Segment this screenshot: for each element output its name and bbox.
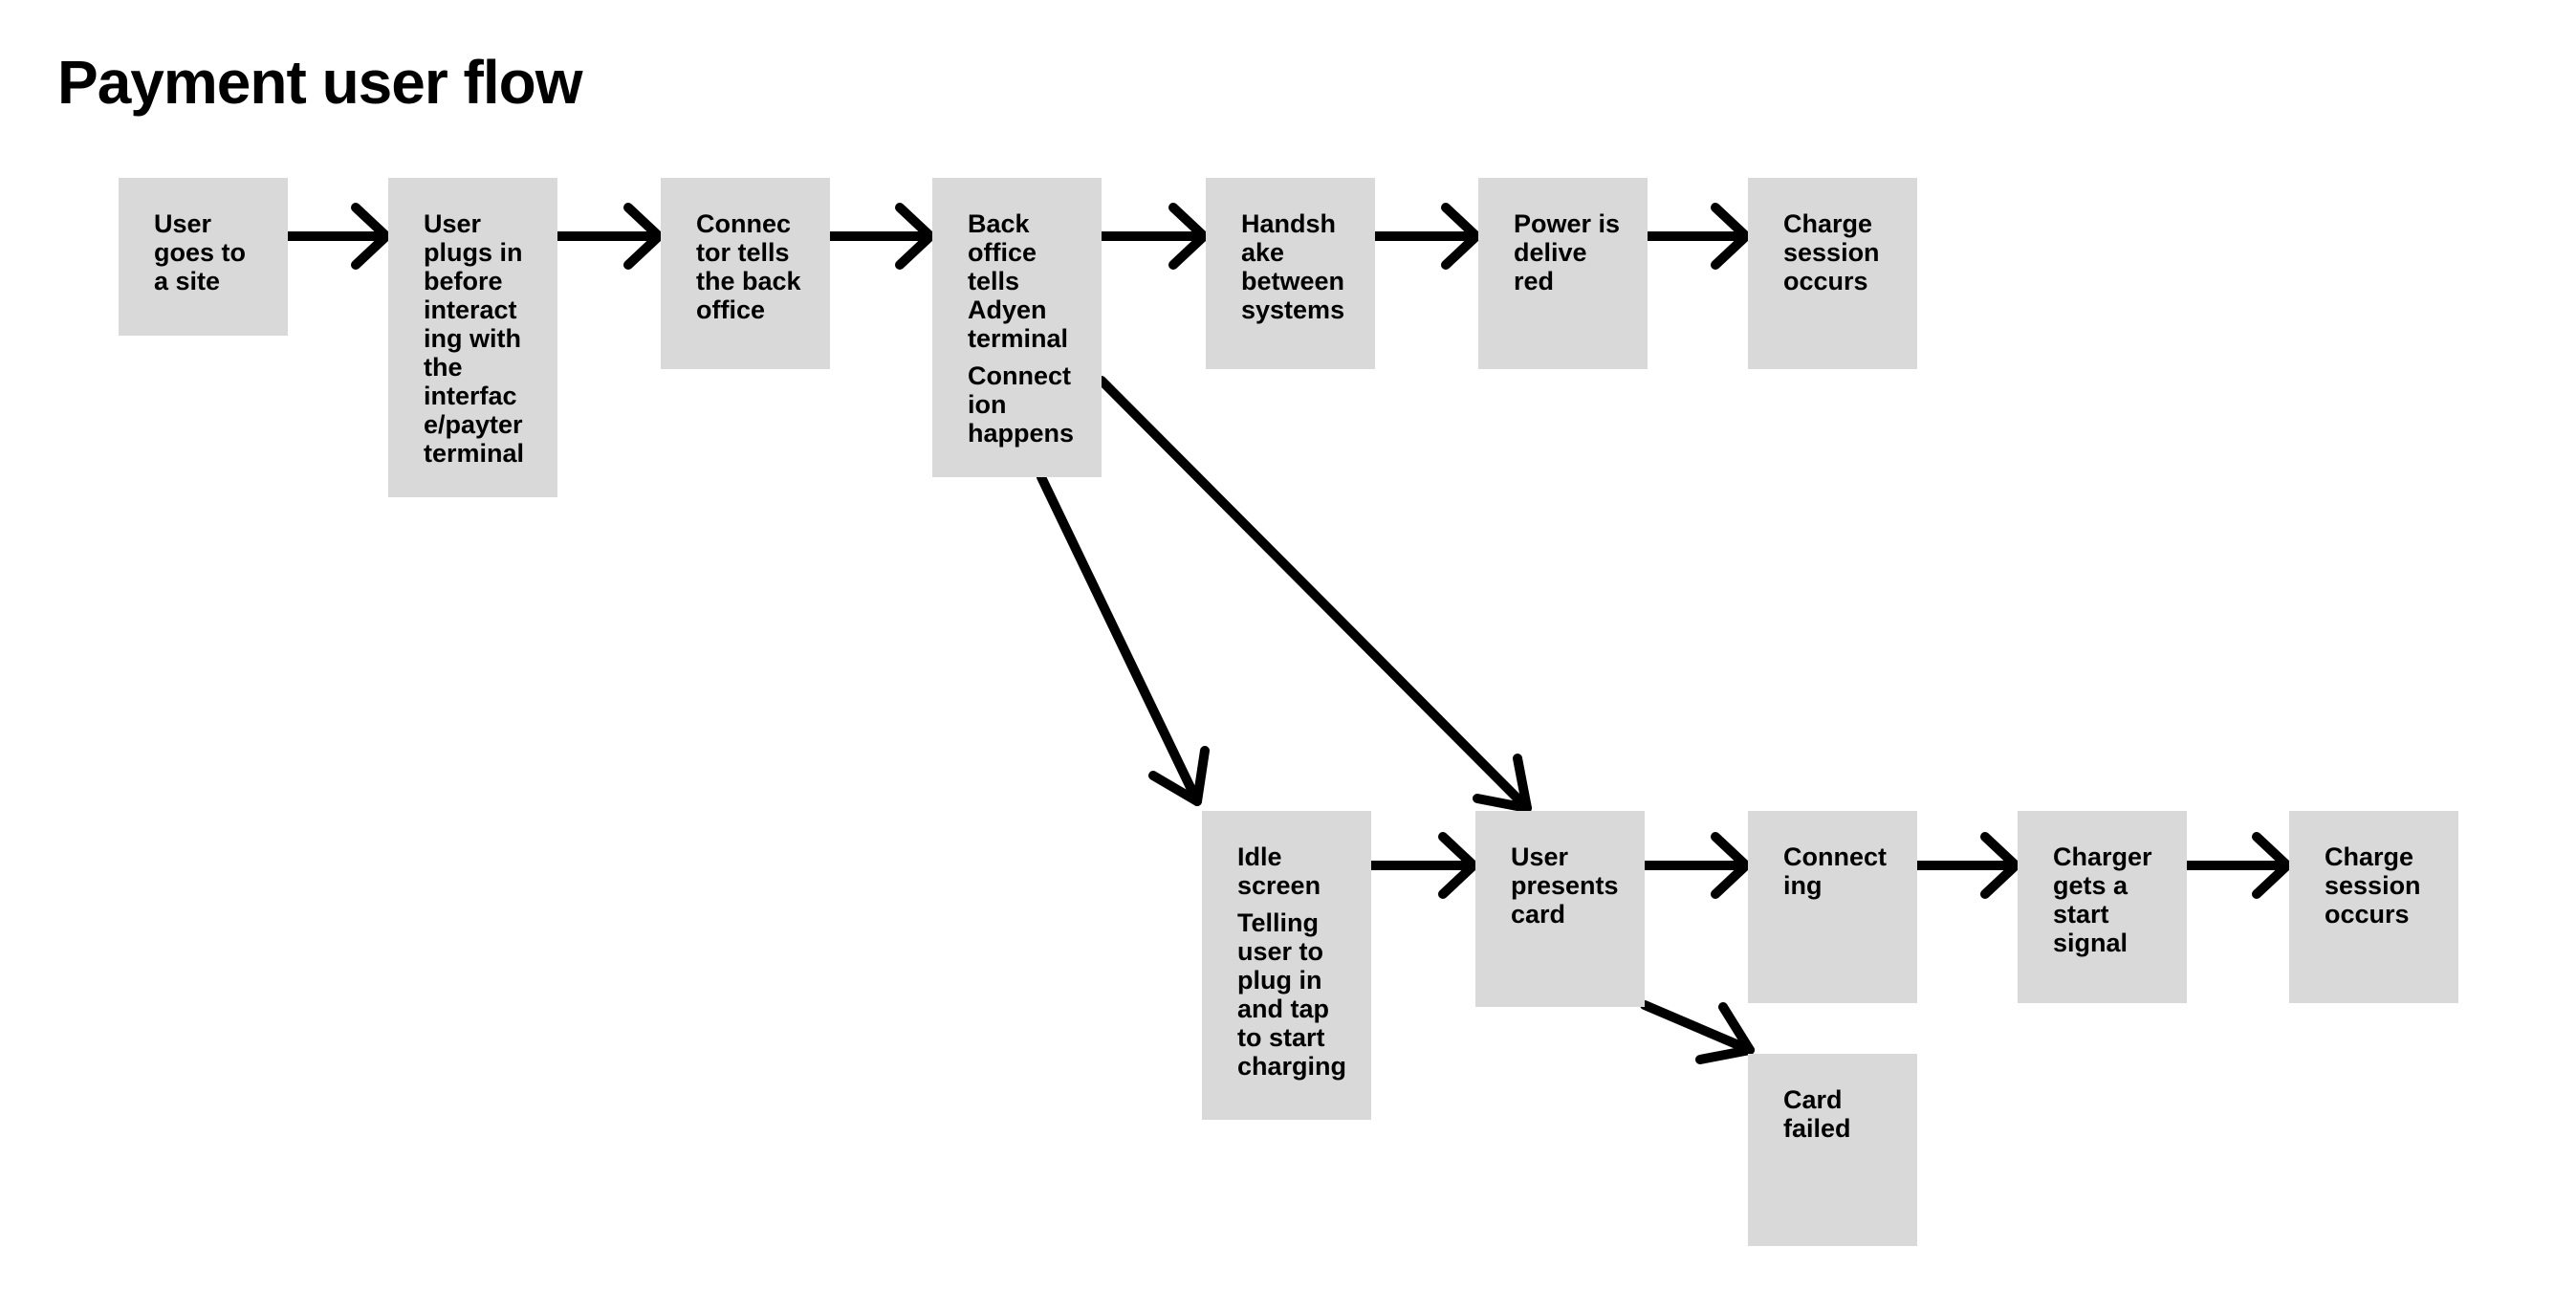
flow-node-back-office-tells-adyen: Back office tells Adyen terminal Connect… [932,178,1102,477]
flow-node-user-presents-card: User presents card [1475,811,1645,1007]
arrow-power-to-charge-session-top [1643,203,1751,270]
node-text: Charge session occurs [2325,842,2421,929]
node-text: Connect ing [1783,842,1887,900]
arrow-back-office-to-presents-card [1097,376,1532,813]
node-text: Charge session occurs [1783,209,1880,295]
arrow-back-office-to-idle-screen [1037,472,1210,806]
node-text: Connec tor tells the back office [696,209,801,324]
flow-node-charge-session-occurs-top: Charge session occurs [1748,178,1917,369]
arrow-charger-signal-to-charge-session-bottom [2182,832,2292,899]
node-text: Power is delive red [1514,209,1621,295]
arrow-plugs-in-to-connector [553,203,664,270]
flow-node-charge-session-occurs-bottom: Charge session occurs [2289,811,2458,1003]
node-text: Charger gets a start signal [2053,842,2152,957]
arrow-connecting-to-charger-signal [1912,832,2020,899]
page-title: Payment user flow [57,48,582,117]
arrow-presents-card-to-card-failed [1640,1000,1755,1064]
flow-node-handshake-between-systems: Handsh ake between systems [1206,178,1375,369]
flow-node-connector-tells-back-office: Connec tor tells the back office [661,178,830,369]
node-text: Handsh ake between systems [1241,209,1345,324]
node-text: Connect ion happens [968,361,1075,448]
flow-node-user-goes-to-site: User goes to a site [119,178,288,336]
arrow-site-to-plugs-in [283,203,391,270]
flow-node-charger-gets-start-signal: Charger gets a start signal [2018,811,2187,1003]
arrow-handshake-to-power [1370,203,1481,270]
flow-node-card-failed: Card failed [1748,1054,1917,1246]
flow-node-user-plugs-in: User plugs in before interact ing with t… [388,178,557,497]
node-text: User plugs in before interact ing with t… [424,209,525,468]
node-text: Back office tells Adyen terminal [968,209,1069,353]
arrow-back-office-to-handshake [1097,203,1209,270]
flow-node-power-is-delivered: Power is delive red [1478,178,1648,369]
node-text: Card failed [1783,1085,1851,1143]
node-text: Telling user to plug in and tap to start… [1237,908,1347,1081]
arrow-presents-card-to-connecting [1640,832,1751,899]
flow-node-connecting: Connect ing [1748,811,1917,1003]
node-text: User goes to a site [154,209,247,295]
flow-node-idle-screen: Idle screen Telling user to plug in and … [1202,811,1371,1120]
arrow-idle-to-presents-card [1366,832,1478,899]
node-text: Idle screen [1237,842,1321,900]
arrow-connector-to-back-office [825,203,935,270]
node-text: User presents card [1511,842,1619,929]
